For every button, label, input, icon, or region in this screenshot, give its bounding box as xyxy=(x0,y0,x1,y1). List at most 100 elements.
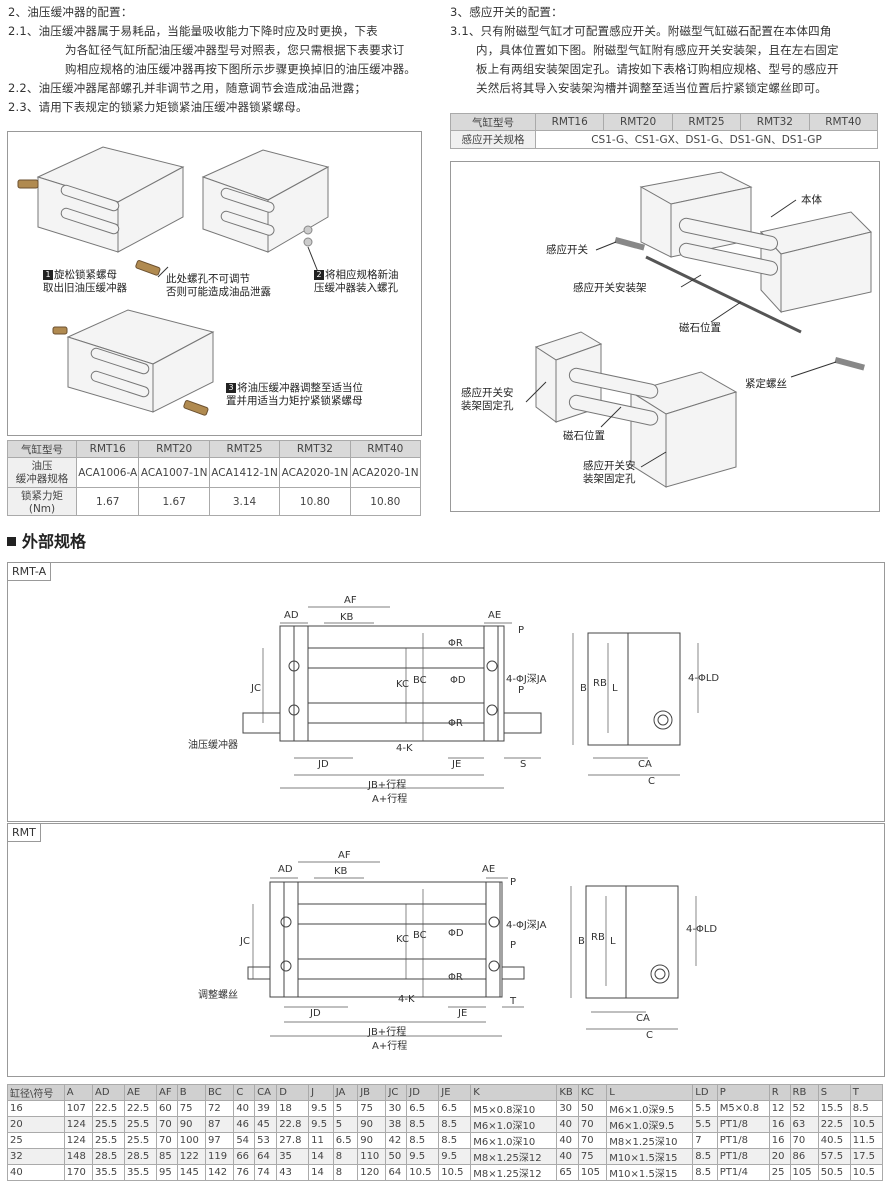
table-cell: 28.5 xyxy=(124,1148,157,1165)
switch-position-figure: 本体 感应开关 感应开关安装架 磁石位置 紧定螺丝 感应开关安 装架固定孔 磁石… xyxy=(450,161,880,512)
table-cell: 25.5 xyxy=(124,1116,157,1133)
table-cell: 64 xyxy=(254,1148,278,1165)
table-cell: 5 xyxy=(332,1100,359,1117)
table-cell: 100 xyxy=(176,1132,207,1149)
step1-text: 旋松锁紧螺母 xyxy=(54,269,117,281)
label-set-screw: 紧定螺丝 xyxy=(745,378,787,390)
dim-AF: AF xyxy=(338,850,351,861)
table-cell: 22.5 xyxy=(817,1116,851,1133)
table-cell: 17.5 xyxy=(849,1148,884,1165)
table-cell: M8×1.25深12 xyxy=(470,1164,558,1181)
label-magnet-2: 磁石位置 xyxy=(563,430,605,442)
dim-JE: JE xyxy=(452,759,462,770)
label-body: 本体 xyxy=(801,194,822,206)
table-cell: 45 xyxy=(254,1116,278,1133)
dimension-lines xyxy=(252,861,697,1037)
table-cell: 8.5 xyxy=(406,1132,440,1149)
buffer-table-cell: ACA1412-1N xyxy=(208,457,281,488)
table-cell: 11 xyxy=(308,1132,334,1149)
table-cell: 39 xyxy=(254,1100,278,1117)
table-cell: 75 xyxy=(357,1100,387,1117)
label-buffer: 油压缓冲器 xyxy=(188,740,238,751)
table-cell: 53 xyxy=(254,1132,278,1149)
dimension-table-header-cell: S xyxy=(817,1084,851,1101)
table-cell: 8.5 xyxy=(849,1100,884,1117)
table-cell: PT1/4 xyxy=(716,1164,770,1181)
dim-B: B xyxy=(578,936,585,947)
table-cell: 35.5 xyxy=(92,1164,125,1181)
dimension-table-header-cell: J xyxy=(308,1084,334,1101)
dim-JD: JD xyxy=(310,1008,321,1019)
table-cell: 16 xyxy=(768,1116,791,1133)
step3-text-2: 置并用适当力矩拧紧锁紧螺母 xyxy=(226,395,363,407)
table-cell: 14 xyxy=(308,1164,334,1181)
buffer-spec-table: 气缸型号 RMT16 RMT20 RMT25 RMT32 RMT40 油压 缓冲… xyxy=(7,440,422,516)
table-cell: 11.5 xyxy=(849,1132,884,1149)
table-cell: 76 xyxy=(233,1164,256,1181)
right-heading: 3、感应开关的配置： xyxy=(450,5,563,19)
dim-RB: RB xyxy=(591,932,605,943)
buffer-table-row2-label: 锁紧力矩(Nm) xyxy=(7,487,77,516)
table-cell: 120 xyxy=(357,1164,387,1181)
dim-BC: BC xyxy=(413,930,427,941)
buffer-table-cell: ACA1006-A xyxy=(75,457,140,488)
table-cell: M6×1.0深10 xyxy=(470,1132,558,1149)
table-cell: 107 xyxy=(63,1100,94,1117)
buffer-table-model: RMT25 xyxy=(208,440,281,458)
left-line-5: 2.3、请用下表规定的锁紧力矩锁紧油压缓冲器锁紧螺母。 xyxy=(8,100,308,114)
table-cell: 35.5 xyxy=(124,1164,157,1181)
switch-table-model: RMT40 xyxy=(808,113,879,131)
dimension-table-header-cell: C xyxy=(233,1084,256,1101)
dim-KB: KB xyxy=(334,866,348,877)
table-cell: 8.5 xyxy=(692,1164,718,1181)
table-cell: 6.5 xyxy=(332,1132,359,1149)
buffer-table-model: RMT20 xyxy=(138,440,210,458)
table-cell: 87 xyxy=(205,1116,235,1133)
table-cell: 50.5 xyxy=(817,1164,851,1181)
dim-JD: JD xyxy=(318,759,329,770)
dimension-table-header-cell: K xyxy=(470,1084,558,1101)
table-cell: M6×1.0深9.5 xyxy=(606,1116,694,1133)
table-cell: 38 xyxy=(385,1116,408,1133)
table-cell: 86 xyxy=(789,1148,819,1165)
table-cell: 119 xyxy=(205,1148,235,1165)
step3-number-badge: 3 xyxy=(226,383,236,393)
table-cell: 12 xyxy=(768,1100,791,1117)
dim-AD: AD xyxy=(278,864,293,875)
table-cell: 90 xyxy=(176,1116,207,1133)
table-cell: 25.5 xyxy=(92,1116,125,1133)
table-cell: 95 xyxy=(155,1164,178,1181)
table-cell: 70 xyxy=(155,1116,178,1133)
table-cell: 46 xyxy=(233,1116,256,1133)
table-cell: 22.5 xyxy=(124,1100,157,1117)
table-cell: 52 xyxy=(789,1100,819,1117)
leader-lines xyxy=(525,199,837,468)
label-hole-2: 感应开关安 装架固定孔 xyxy=(583,460,636,486)
label-adjust-screw: 调整螺丝 xyxy=(198,990,238,1001)
buffer-table-cell: 10.80 xyxy=(279,487,351,516)
table-cell: 16 xyxy=(768,1132,791,1149)
buffer-table-model: RMT32 xyxy=(279,440,351,458)
buffer-table-cell: 1.67 xyxy=(75,487,140,516)
table-cell: 110 xyxy=(357,1148,387,1165)
label-hole-1-a: 感应开关安 xyxy=(461,387,514,399)
table-cell: 66 xyxy=(233,1148,256,1165)
table-cell: 6.5 xyxy=(406,1100,440,1117)
table-cell: 20 xyxy=(7,1116,65,1133)
dim-LD: 4-ΦLD xyxy=(688,673,720,684)
note-caption: 此处螺孔不可调节 否则可能造成油品泄露 xyxy=(166,273,271,299)
drawing-rmt: RMT xyxy=(7,823,885,1077)
step2-number-badge: 2 xyxy=(314,270,324,280)
buffer-table-cell: 3.14 xyxy=(208,487,281,516)
table-cell: 22.8 xyxy=(276,1116,310,1133)
dim-LD: 4-ΦLD xyxy=(686,924,718,935)
left-heading: 2、油压缓冲器的配置： xyxy=(8,5,133,19)
table-cell: 75 xyxy=(577,1148,608,1165)
dim-JC: JC xyxy=(240,936,250,947)
label-bracket: 感应开关安装架 xyxy=(573,282,647,294)
table-cell: 8 xyxy=(332,1164,359,1181)
